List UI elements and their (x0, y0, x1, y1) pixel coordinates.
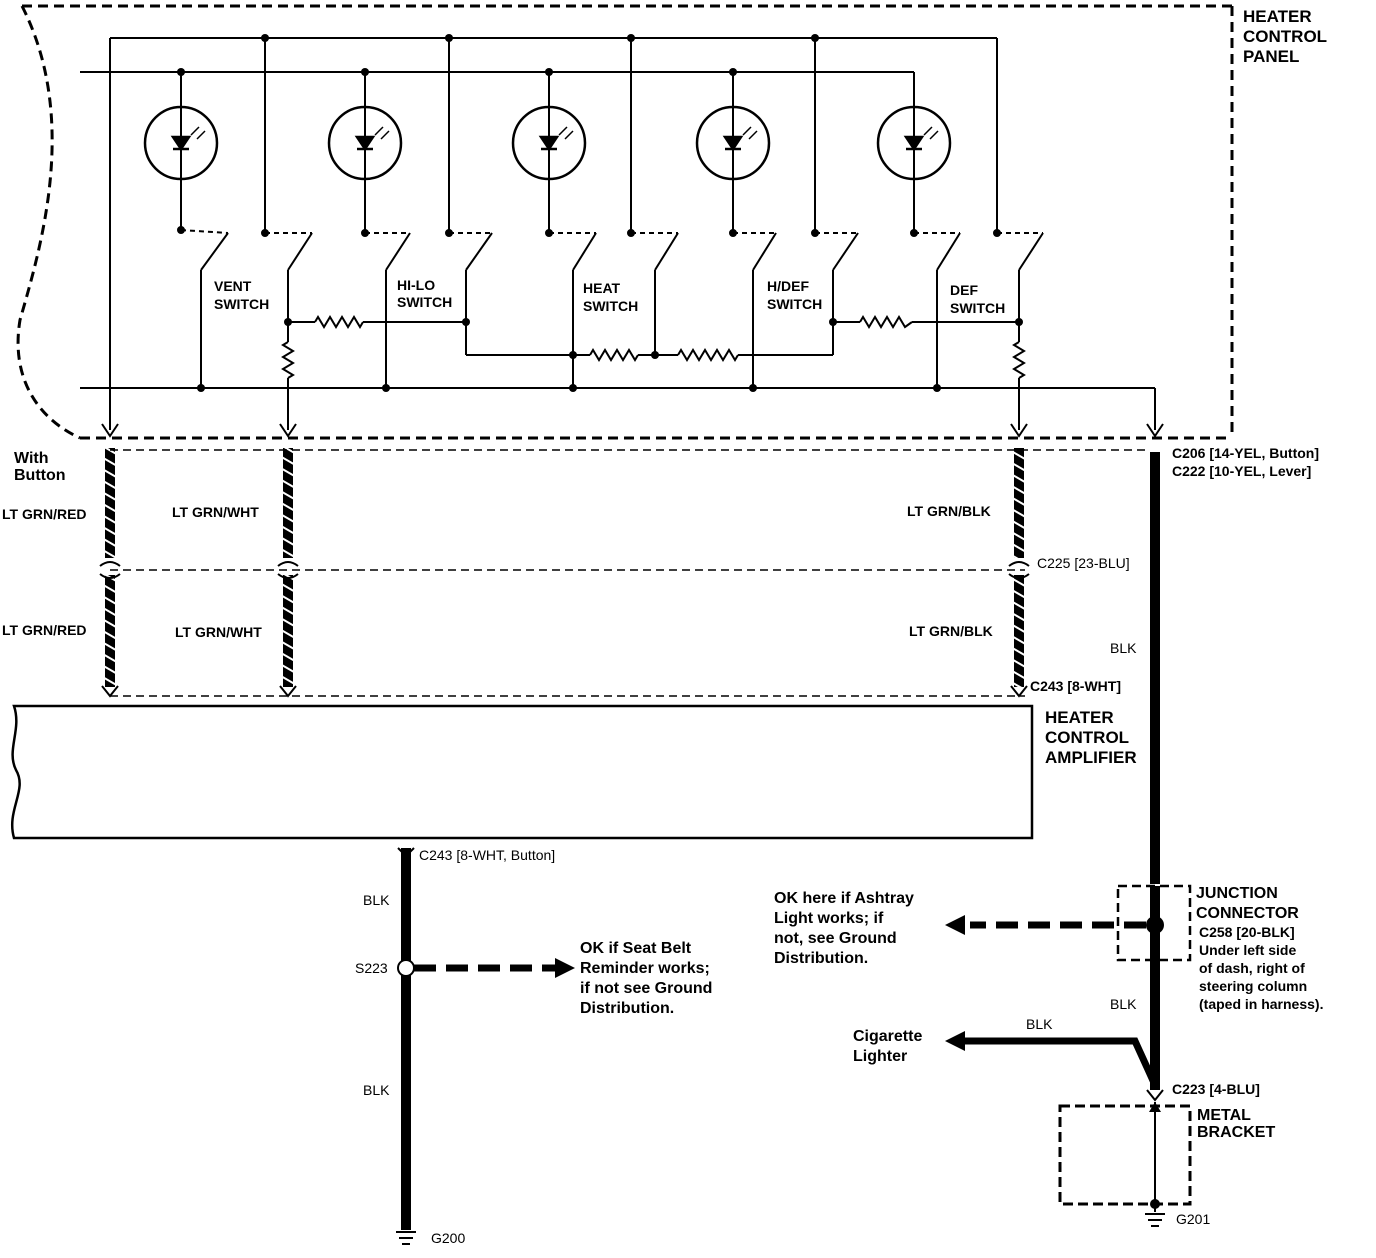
switch-icon (361, 229, 493, 271)
bracket-title-line1: METAL (1197, 1107, 1251, 1124)
switch-icon (177, 226, 313, 271)
switch-icon (545, 229, 679, 271)
panel-title-line2: CONTROL (1243, 27, 1327, 46)
vent-switch-label-2: SWITCH (214, 296, 269, 312)
connector-c225-marks (99, 561, 1030, 698)
ground-icon (1145, 1213, 1165, 1227)
connector-c223-label: C223 [4-BLU] (1172, 1081, 1260, 1097)
junction-title-line2: CONNECTOR (1196, 905, 1299, 922)
led-lamp-icon (876, 105, 952, 181)
ashtray-note-line1: OK here if Ashtray (774, 890, 914, 907)
panel-title-line1: HEATER (1243, 7, 1312, 26)
connector-c222-label: C222 [10-YEL, Lever] (1172, 463, 1311, 479)
wire-label-blk-lighter: BLK (1026, 1016, 1053, 1032)
ashtray-note-line3: not, see Ground (774, 930, 897, 947)
wire-label-lt-grn-wht-lower: LT GRN/WHT (175, 624, 262, 640)
hilo-switch-label-1: HI-LO (397, 277, 435, 293)
heater-control-amplifier-box (11, 704, 1034, 840)
wire-label-blk-right-upper: BLK (1110, 640, 1137, 656)
splice-s223-label: S223 (355, 960, 388, 976)
wire-label-lt-grn-red-lower: LT GRN/RED (2, 622, 87, 638)
vent-switch-label-1: VENT (214, 278, 252, 294)
junction-connector-box (945, 884, 1192, 1090)
bracket-title-line2: BRACKET (1197, 1124, 1275, 1141)
hilo-switch-label-2: SWITCH (397, 294, 452, 310)
wire-label-lt-grn-blk-upper: LT GRN/BLK (907, 503, 991, 519)
connector-dashes (110, 449, 1150, 697)
junction-detail-line2: Under left side (1199, 942, 1296, 958)
def-switch-label-1: DEF (950, 282, 978, 298)
cigarette-lighter-line2: Lighter (853, 1048, 907, 1065)
ground-icon (396, 1231, 416, 1245)
ashtray-note-line4: Distribution. (774, 950, 868, 967)
hdef-switch-label-1: H/DEF (767, 278, 809, 294)
connector-c206-label: C206 [14-YEL, Button] (1172, 445, 1319, 461)
metal-bracket-box (1058, 1102, 1192, 1212)
wire-label-lt-grn-blk-lower: LT GRN/BLK (909, 623, 993, 639)
wire-label-blk-left-upper: BLK (363, 892, 390, 908)
led-lamp-icon (143, 105, 219, 181)
switch-icon (729, 229, 859, 271)
led-lamp-icon (511, 105, 587, 181)
with-button-label-2: Button (14, 467, 66, 484)
switch-icon (910, 229, 1044, 271)
panel-wiring (80, 37, 1156, 430)
seat-belt-note-line3: if not see Ground (580, 980, 712, 997)
led-lamp-icon (327, 105, 403, 181)
junction-title-line1: JUNCTION (1196, 885, 1278, 902)
seat-belt-note-line1: OK if Seat Belt (580, 940, 692, 957)
seat-belt-note-line4: Distribution. (580, 1000, 674, 1017)
connector-c243-button-label: C243 [8-WHT, Button] (419, 847, 555, 863)
amplifier-ground-wire (397, 847, 575, 1230)
wire-label-blk-right-lower: BLK (1110, 996, 1137, 1012)
wire-label-lt-grn-wht-upper: LT GRN/WHT (172, 504, 259, 520)
wire-label-blk-left-lower: BLK (363, 1082, 390, 1098)
wire-label-lt-grn-red-upper: LT GRN/RED (2, 506, 87, 522)
panel-junction-dots (177, 34, 1023, 392)
hdef-switch-label-2: SWITCH (767, 296, 822, 312)
junction-detail-line4: steering column (1199, 978, 1307, 994)
junction-detail-line1: C258 [20-BLK] (1199, 924, 1295, 940)
connector-c225-label: C225 [23-BLU] (1037, 555, 1130, 571)
junction-detail-line5: (taped in harness). (1199, 996, 1323, 1012)
with-button-label-1: With (14, 450, 49, 467)
cigarette-lighter-wire (945, 1031, 1164, 1102)
heater-control-panel-boundary (16, 4, 1234, 440)
led-lamp-icon (695, 105, 771, 181)
ashtray-note-line2: Light works; if (774, 910, 884, 927)
ground-g200-label: G200 (431, 1230, 465, 1246)
cigarette-lighter-line1: Cigarette (853, 1028, 922, 1045)
amplifier-title-line3: AMPLIFIER (1045, 748, 1137, 767)
heat-switch-label-1: HEAT (583, 280, 621, 296)
heat-switch-label-2: SWITCH (583, 298, 638, 314)
connector-c206-pins (101, 423, 1164, 438)
seat-belt-note-line2: Reminder works; (580, 960, 710, 977)
panel-title-line3: PANEL (1243, 47, 1299, 66)
amplifier-title-line2: CONTROL (1045, 728, 1129, 747)
connector-c243-label: C243 [8-WHT] (1030, 678, 1121, 694)
junction-detail-line3: of dash, right of (1199, 960, 1305, 976)
def-switch-label-2: SWITCH (950, 300, 1005, 316)
harness-wires (105, 448, 1160, 884)
amplifier-title-line1: HEATER (1045, 708, 1114, 727)
ground-g201-label: G201 (1176, 1211, 1210, 1227)
